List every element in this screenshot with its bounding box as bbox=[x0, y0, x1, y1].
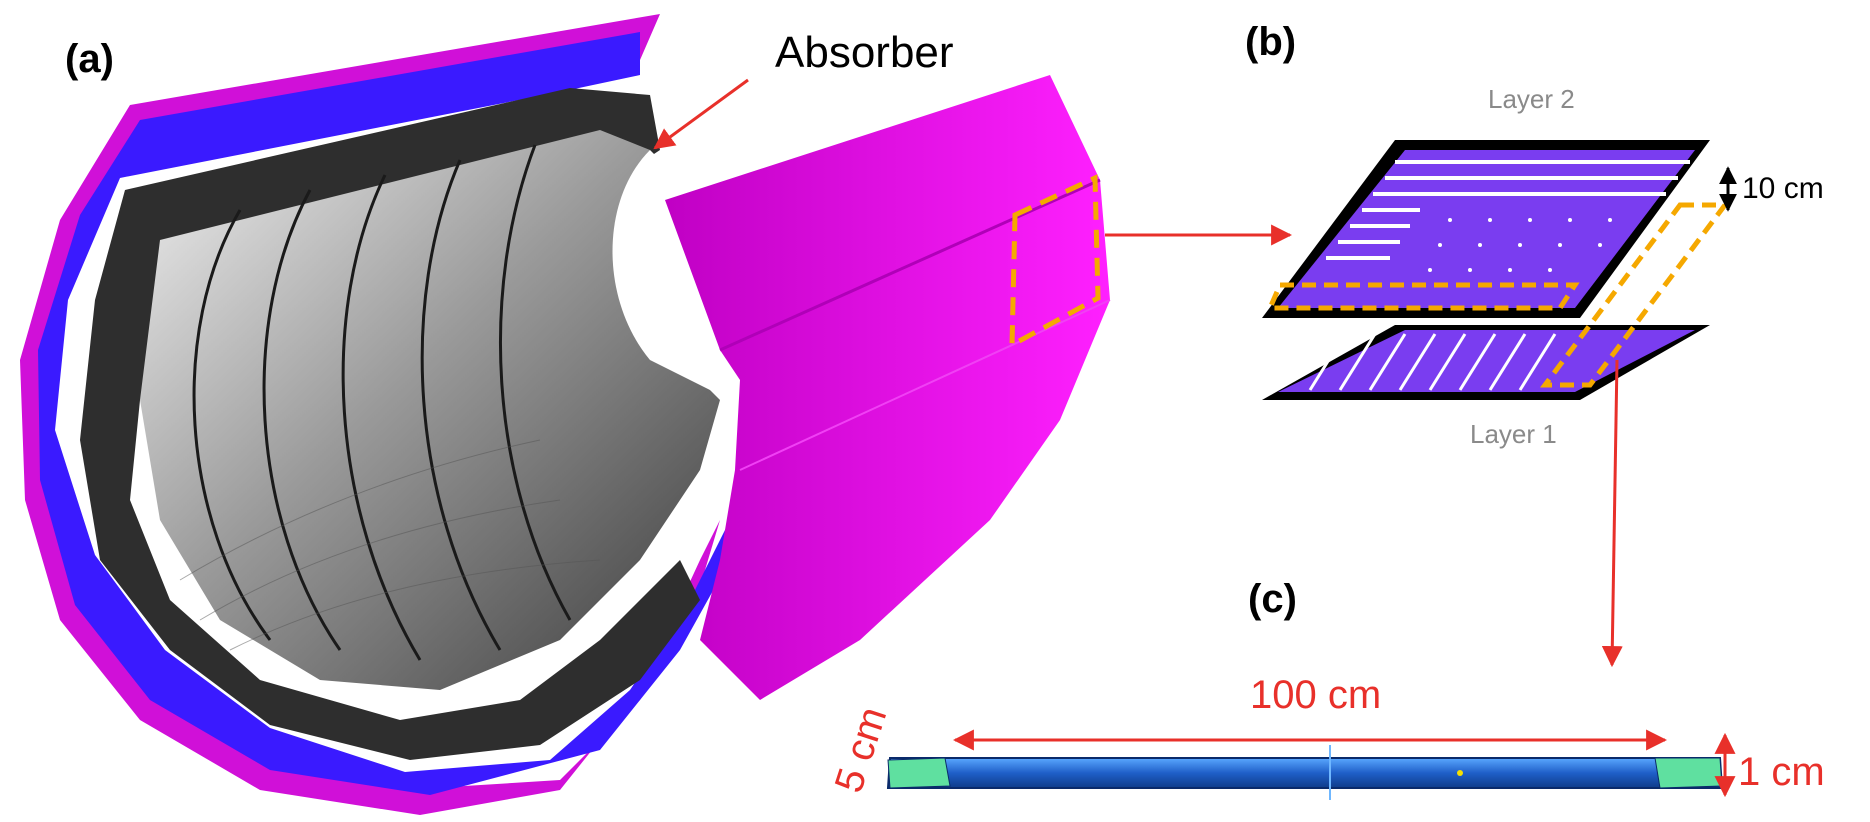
length-label: 100 cm bbox=[1250, 673, 1381, 717]
scintillator-bar bbox=[886, 745, 1724, 800]
thickness-label: 1 cm bbox=[1738, 750, 1825, 794]
highlight-box-a bbox=[1009, 174, 1101, 350]
layer2-label: Layer 2 bbox=[1488, 84, 1575, 114]
inner-ring-lines bbox=[192, 144, 572, 661]
shell-facet-line bbox=[719, 178, 1101, 352]
panel-b-label: (b) bbox=[1245, 20, 1296, 64]
inner-grid-lines bbox=[179, 439, 601, 651]
width-label: 5 cm bbox=[827, 702, 896, 798]
absorber-arrow bbox=[653, 78, 749, 150]
detector-barrel bbox=[20, 14, 1111, 815]
shell-facet-line-2 bbox=[739, 299, 1111, 471]
layer-1-plate bbox=[1262, 202, 1730, 400]
inner-surface bbox=[140, 130, 720, 690]
layer2-dots bbox=[1428, 218, 1612, 272]
layer1-strips bbox=[1308, 333, 1557, 391]
panel-c-label: (c) bbox=[1248, 577, 1297, 621]
gap-label: 10 cm bbox=[1742, 172, 1824, 205]
highlight-strip-layer1 bbox=[1540, 202, 1730, 388]
layer2-strips bbox=[1326, 160, 1690, 260]
bar-marker-dot bbox=[1457, 770, 1463, 776]
layer1-label: Layer 1 bbox=[1470, 419, 1557, 449]
bore-cavity bbox=[612, 150, 740, 400]
bar-end-left bbox=[887, 757, 951, 789]
outer-shell-front bbox=[665, 75, 1110, 700]
absorber-label: Absorber bbox=[775, 28, 954, 77]
panel-a-label: (a) bbox=[65, 37, 114, 81]
highlight-strip-layer2 bbox=[1266, 282, 1580, 311]
layer-2-plate bbox=[1262, 140, 1710, 318]
bar-end-right bbox=[1654, 757, 1723, 789]
arrow-b-to-c bbox=[1601, 359, 1623, 668]
